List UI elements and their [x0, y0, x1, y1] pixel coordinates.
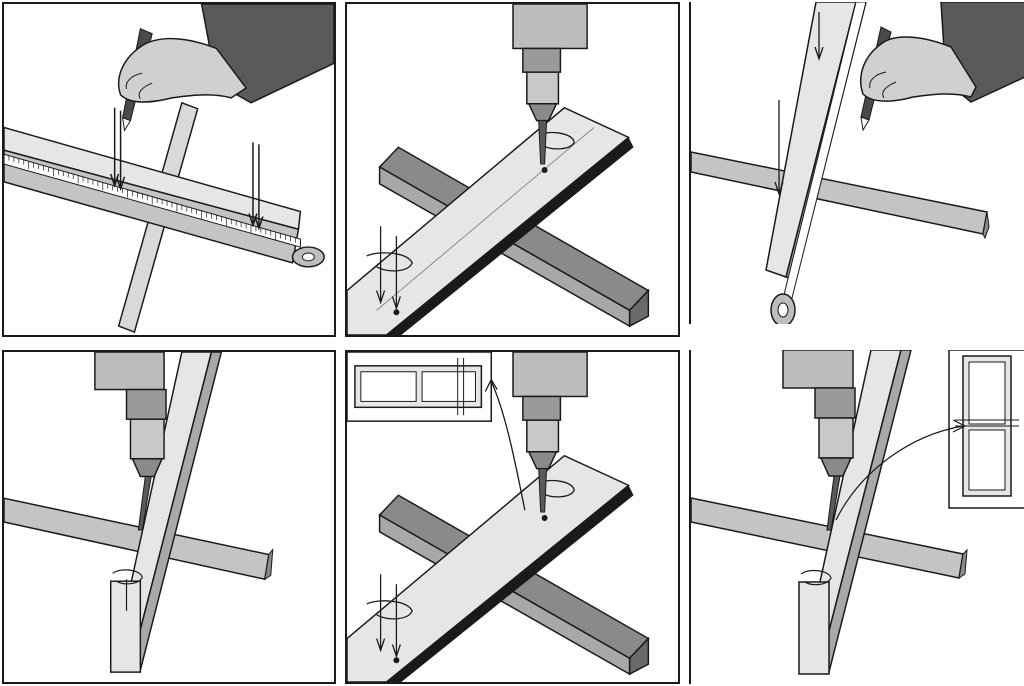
channel-top — [347, 454, 630, 682]
drill-icon — [512, 4, 588, 122]
hand-icon — [117, 4, 334, 104]
batten-end — [982, 211, 990, 240]
batten-end — [264, 548, 274, 581]
mark-upright-illustration — [691, 2, 1024, 324]
hand-icon — [860, 2, 1024, 103]
drill-bit-icon — [538, 468, 548, 513]
panel-drill-holes — [345, 2, 680, 337]
channel-base — [109, 580, 142, 673]
channel-base — [798, 581, 830, 675]
drill-bit-icon — [137, 475, 152, 531]
channel-groove — [376, 127, 595, 311]
channel-edge — [386, 137, 634, 335]
tape-ticks — [4, 154, 301, 248]
batten-top — [691, 151, 988, 235]
panel-mark-upright — [689, 2, 1024, 324]
drill-upright-illustration — [4, 352, 274, 673]
tape-measure-icon — [770, 293, 796, 324]
drill-bit-icon — [826, 475, 841, 531]
tape-measure-icon — [291, 246, 325, 268]
channel-edge — [386, 485, 634, 682]
panel-drill-profile-detail — [345, 350, 680, 684]
arrow-icon — [366, 131, 575, 311]
drill-profile-illustration — [347, 352, 650, 682]
hole-markers — [393, 167, 548, 316]
drill-icon — [94, 352, 167, 478]
hole-markers — [393, 515, 548, 664]
drill-icon — [512, 352, 588, 470]
arrow-icon — [366, 378, 575, 659]
panel-drill-endview-detail — [689, 350, 1024, 684]
batten-end — [958, 548, 968, 580]
panel-drill-upright — [2, 350, 336, 684]
drill-bit-icon — [538, 120, 548, 165]
arrow-icon — [774, 12, 824, 197]
arrow-icon — [800, 419, 967, 586]
profile-detail-inset — [347, 352, 492, 422]
mark-positions-illustration — [4, 4, 334, 334]
drill-endview-illustration — [691, 350, 1024, 675]
drill-holes-illustration — [347, 4, 650, 335]
channel-top — [347, 106, 630, 335]
arrow-icon — [112, 569, 143, 611]
drill-icon — [782, 350, 856, 477]
arrow-icon — [110, 107, 264, 231]
panel-mark-positions — [2, 2, 336, 337]
endview-detail-inset — [948, 350, 1024, 509]
